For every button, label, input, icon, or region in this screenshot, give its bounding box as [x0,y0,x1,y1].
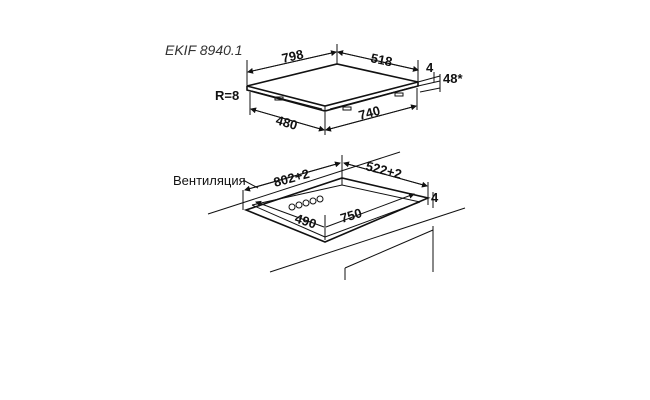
hob-inner-depth-label: 480 [274,112,299,132]
cutout-depth-label: 522+2 [364,158,403,181]
hob-inner-width-label: 740 [357,103,382,123]
ventilation-label: Вентиляция [173,173,246,188]
cutout-drawing [207,151,466,280]
hob-radius-label: R=8 [215,88,239,103]
cutout-width-label: 802+2 [272,166,311,190]
cutout-inner-depth-label: 490 [293,211,318,232]
hob-depth-label: 518 [369,50,393,69]
hob-height-label: 48* [443,71,463,86]
hob-thickness-label: 4 [426,60,434,75]
model-label: EKIF 8940.1 [165,42,243,58]
hob-drawing [246,44,441,135]
hob-width-label: 798 [280,46,305,65]
cutout-inner-width-label: 750 [338,205,363,226]
cutout-thickness-label: 4 [431,190,439,205]
